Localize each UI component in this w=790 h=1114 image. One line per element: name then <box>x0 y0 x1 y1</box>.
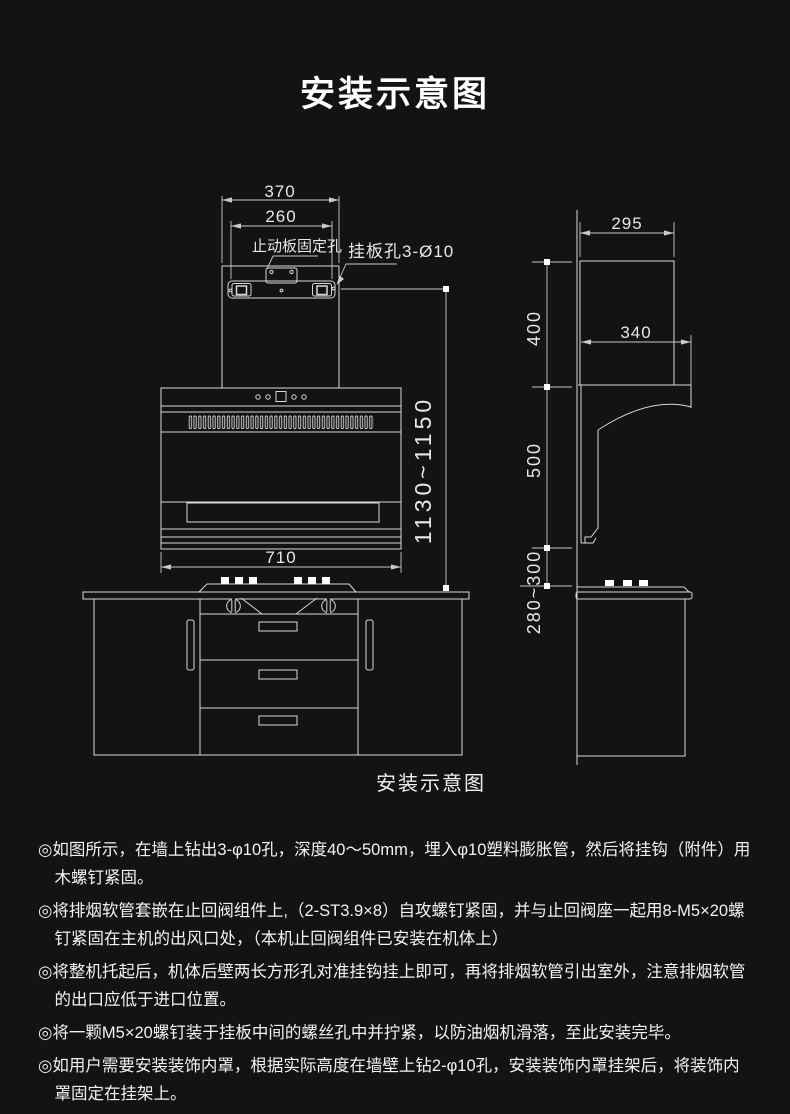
label-hanging-holes: 挂板孔3-Ø10 <box>348 242 454 261</box>
cabinet-side <box>576 598 686 757</box>
note-item: ◎将排烟软管套嵌在止回阀组件上,（2-ST3.9×8）自攻螺钉紧固，并与止回阀座… <box>38 897 756 953</box>
note-text: 将排烟软管套嵌在止回阀组件上,（2-ST3.9×8）自攻螺钉紧固，并与止回阀座一… <box>52 902 745 948</box>
cooktop-side <box>577 580 690 593</box>
note-item: ◎如用户需要安装装饰内罩，根据实际高度在墙壁上钻2-φ10孔，安装装饰内罩挂架后… <box>38 1052 756 1108</box>
dim-295: 295 <box>611 214 642 233</box>
dim-370: 370 <box>264 182 295 201</box>
dim-500: 500 <box>524 442 544 478</box>
side-view <box>575 210 693 765</box>
dim-710: 710 <box>265 548 296 567</box>
drawer-handle <box>258 669 298 680</box>
dim-gap-to-cooktop: 280~300 <box>524 550 544 635</box>
control-panel <box>255 391 307 402</box>
countertop <box>82 591 470 600</box>
door-handle-right <box>365 619 374 671</box>
note-bullet: ◎ <box>38 902 53 920</box>
burner-left <box>226 598 241 614</box>
side-dimensions <box>520 222 692 589</box>
label-stop-plate-hole: 止动板固定孔 <box>252 237 342 255</box>
drawer-handle <box>258 621 298 632</box>
front-view <box>82 265 470 756</box>
countertop-side <box>575 591 693 600</box>
display-window <box>275 391 287 402</box>
dim-400: 400 <box>524 310 544 346</box>
installation-notes: ◎如图所示，在墙上钻出3-φ10孔，深度40～50mm，埋入φ10塑料膨胀管，然… <box>38 836 756 1113</box>
page-title: 安装示意图 <box>299 75 490 114</box>
burner-right <box>321 598 336 614</box>
dim-260: 260 <box>265 207 296 226</box>
drawer-handle <box>258 715 298 726</box>
hood-side-profile <box>578 384 692 544</box>
door-handle-left <box>186 619 195 671</box>
hanging-hole-right <box>316 285 328 296</box>
note-item: ◎如图所示，在墙上钻出3-φ10孔，深度40～50mm，埋入φ10塑料膨胀管，然… <box>38 836 756 892</box>
chimney-front <box>221 265 340 388</box>
note-item: ◎将一颗M5×20螺钉装于挂板中间的螺丝孔中并拧紧，以防油烟机滑落，至此安装完毕… <box>38 1019 756 1047</box>
cooktop-front <box>198 577 357 593</box>
stop-plate-bracket <box>265 267 298 284</box>
cabinet-front <box>93 597 463 756</box>
front-dimensions <box>160 196 449 591</box>
recessed-panel <box>186 502 380 523</box>
vent-slots <box>188 415 374 430</box>
mounting-plate <box>227 280 336 299</box>
diagram-caption: 安装示意图 <box>376 772 486 795</box>
note-bullet: ◎ <box>38 963 53 981</box>
note-bullet: ◎ <box>38 1024 53 1042</box>
note-text: 如图所示，在墙上钻出3-φ10孔，深度40～50mm，埋入φ10塑料膨胀管，然后… <box>52 841 751 887</box>
note-text: 将一颗M5×20螺钉装于挂板中间的螺丝孔中并拧紧，以防油烟机滑落，至此安装完毕。 <box>52 1024 681 1042</box>
dim-340: 340 <box>620 323 651 342</box>
cooktop-knobs <box>221 577 330 584</box>
dim-install-height: 1130~1150 <box>410 396 436 544</box>
note-text: 将整机托起后，机体后壁两长方形孔对准挂钩挂上即可，再将排烟软管引出室外，注意排烟… <box>52 963 746 1009</box>
installation-diagram: 370 260 710 1130~1150 止动板固定孔 挂板孔3-Ø10 <box>82 182 693 795</box>
note-item: ◎将整机托起后，机体后壁两长方形孔对准挂钩挂上即可，再将排烟软管引出室外，注意排… <box>38 958 756 1014</box>
note-bullet: ◎ <box>38 1057 53 1075</box>
hood-body <box>160 387 402 550</box>
note-bullet: ◎ <box>38 841 53 859</box>
hanging-hole-left <box>235 285 248 296</box>
note-text: 如用户需要安装装饰内罩，根据实际高度在墙壁上钻2-φ10孔，安装装饰内罩挂架后，… <box>52 1057 740 1103</box>
cooktop-knobs-side <box>605 580 648 586</box>
